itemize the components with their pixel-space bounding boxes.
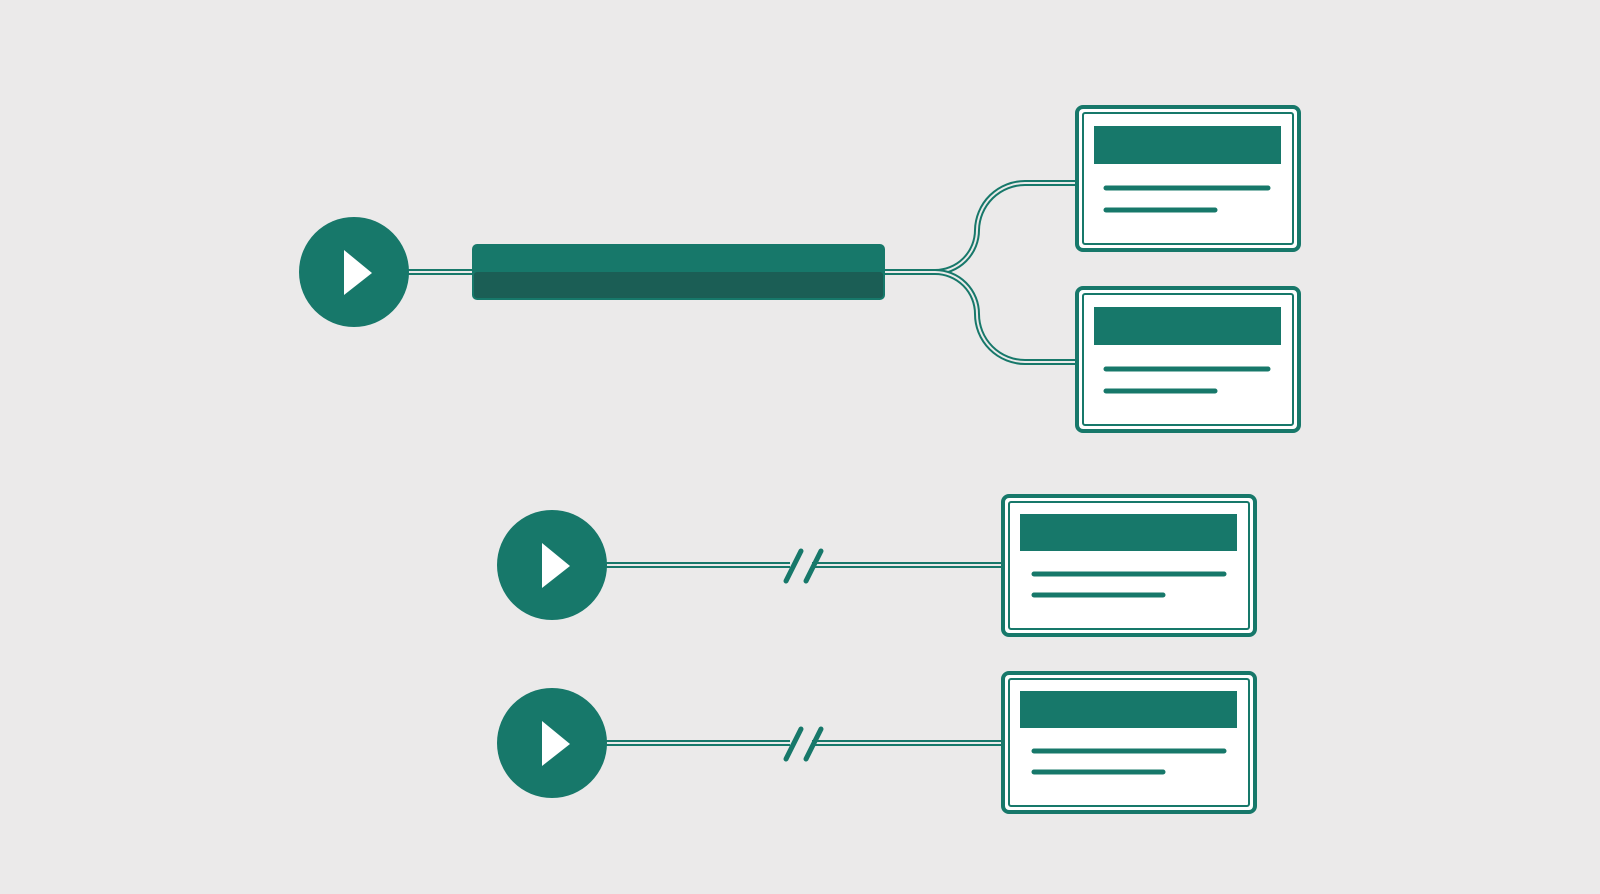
card-title-bar <box>1020 514 1237 551</box>
play-icon <box>542 721 570 766</box>
card-4[interactable] <box>1001 671 1257 814</box>
play-button[interactable] <box>299 217 409 327</box>
branch-lower <box>934 269 1076 365</box>
play-button[interactable] <box>497 510 607 620</box>
card-title-bar <box>1020 691 1237 728</box>
play-icon <box>542 543 570 588</box>
card-title-bar <box>1094 307 1281 345</box>
track-bar <box>472 244 885 300</box>
line-break-icon <box>783 548 824 584</box>
card-2[interactable] <box>1075 286 1301 433</box>
play-icon <box>344 250 372 295</box>
card-title-bar <box>1094 126 1281 164</box>
card-1[interactable] <box>1075 105 1301 252</box>
flow-3 <box>497 671 1257 814</box>
play-button[interactable] <box>497 688 607 798</box>
branch-upper <box>934 180 1076 275</box>
flow-1 <box>299 105 1301 433</box>
card-3[interactable] <box>1001 494 1257 637</box>
flow-2 <box>497 494 1257 637</box>
line-break-icon <box>783 726 824 762</box>
